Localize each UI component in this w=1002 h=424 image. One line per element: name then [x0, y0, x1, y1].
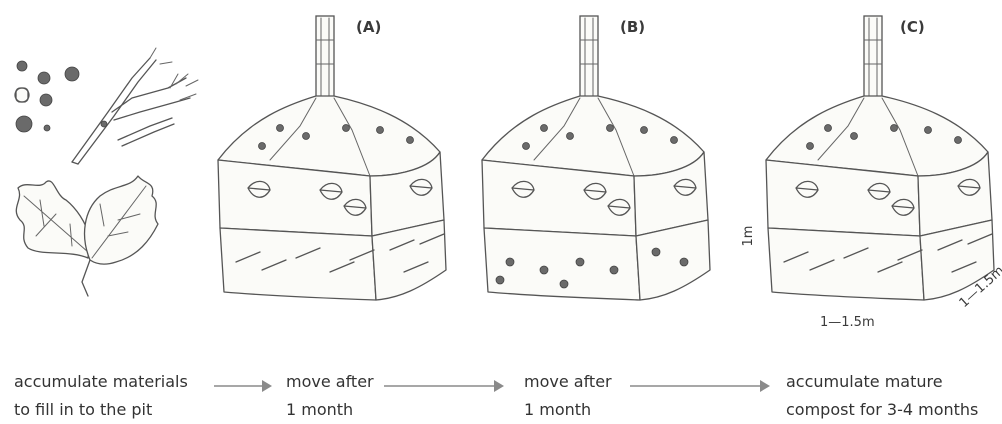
step-4-line-1: accumulate mature: [786, 368, 978, 396]
pile-bottom-layer: [768, 228, 924, 300]
twig-branch: [72, 48, 198, 164]
step-caption-1: accumulate materials to fill in to the p…: [14, 368, 188, 424]
material-clump: [506, 258, 514, 266]
material-clump: [259, 143, 266, 150]
panel-label-a: (A): [356, 18, 381, 36]
ventilation-pipe: [864, 16, 882, 98]
arrow-3: [630, 380, 770, 392]
material-clump: [407, 137, 414, 144]
oak-leaf: [16, 181, 90, 258]
arrow-2: [384, 380, 504, 392]
material-clump: [343, 125, 350, 132]
material-clump: [610, 266, 618, 274]
material-clump: [955, 137, 962, 144]
material-clump: [560, 280, 568, 288]
material-clump: [825, 125, 832, 132]
ventilation-pipe: [580, 16, 598, 98]
ventilation-pipe: [316, 16, 334, 98]
material-clump: [523, 143, 530, 150]
material-clump: [377, 127, 384, 134]
dimension-width-label: 1—1.5m: [820, 315, 875, 330]
material-clump: [567, 133, 574, 140]
panel-label-c: (C): [900, 18, 925, 36]
material-clump: [607, 125, 614, 132]
step-caption-3: move after 1 month: [524, 368, 612, 424]
panel-label-b: (B): [620, 18, 645, 36]
raw-materials-illustration: [15, 48, 198, 296]
arrow-1: [214, 380, 272, 392]
material-clump: [680, 258, 688, 266]
step-2-line-2: 1 month: [286, 396, 374, 424]
organic-clumps: [15, 61, 79, 132]
pile-c: [766, 16, 994, 300]
step-caption-2: move after 1 month: [286, 368, 374, 424]
step-3-line-1: move after: [524, 368, 612, 396]
pile-b: [482, 16, 710, 300]
step-3-line-2: 1 month: [524, 396, 612, 424]
material-clump: [807, 143, 814, 150]
step-1-line-2: to fill in to the pit: [14, 396, 188, 424]
material-clump: [540, 266, 548, 274]
material-clump: [851, 133, 858, 140]
material-clump: [671, 137, 678, 144]
material-clump: [303, 133, 310, 140]
material-clump: [496, 276, 504, 284]
dimension-height-label: 1m: [741, 226, 756, 247]
material-clump: [891, 125, 898, 132]
step-caption-4: accumulate mature compost for 3-4 months: [786, 368, 978, 424]
material-clump: [652, 248, 660, 256]
step-2-line-1: move after: [286, 368, 374, 396]
material-clump: [641, 127, 648, 134]
material-clump: [277, 125, 284, 132]
material-clump: [576, 258, 584, 266]
pile-bottom-layer: [220, 228, 376, 300]
serrated-leaf: [82, 176, 158, 296]
pile-a: [218, 16, 446, 300]
step-4-line-2: compost for 3-4 months: [786, 396, 978, 424]
material-clump: [541, 125, 548, 132]
material-clump: [925, 127, 932, 134]
step-1-line-1: accumulate materials: [14, 368, 188, 396]
